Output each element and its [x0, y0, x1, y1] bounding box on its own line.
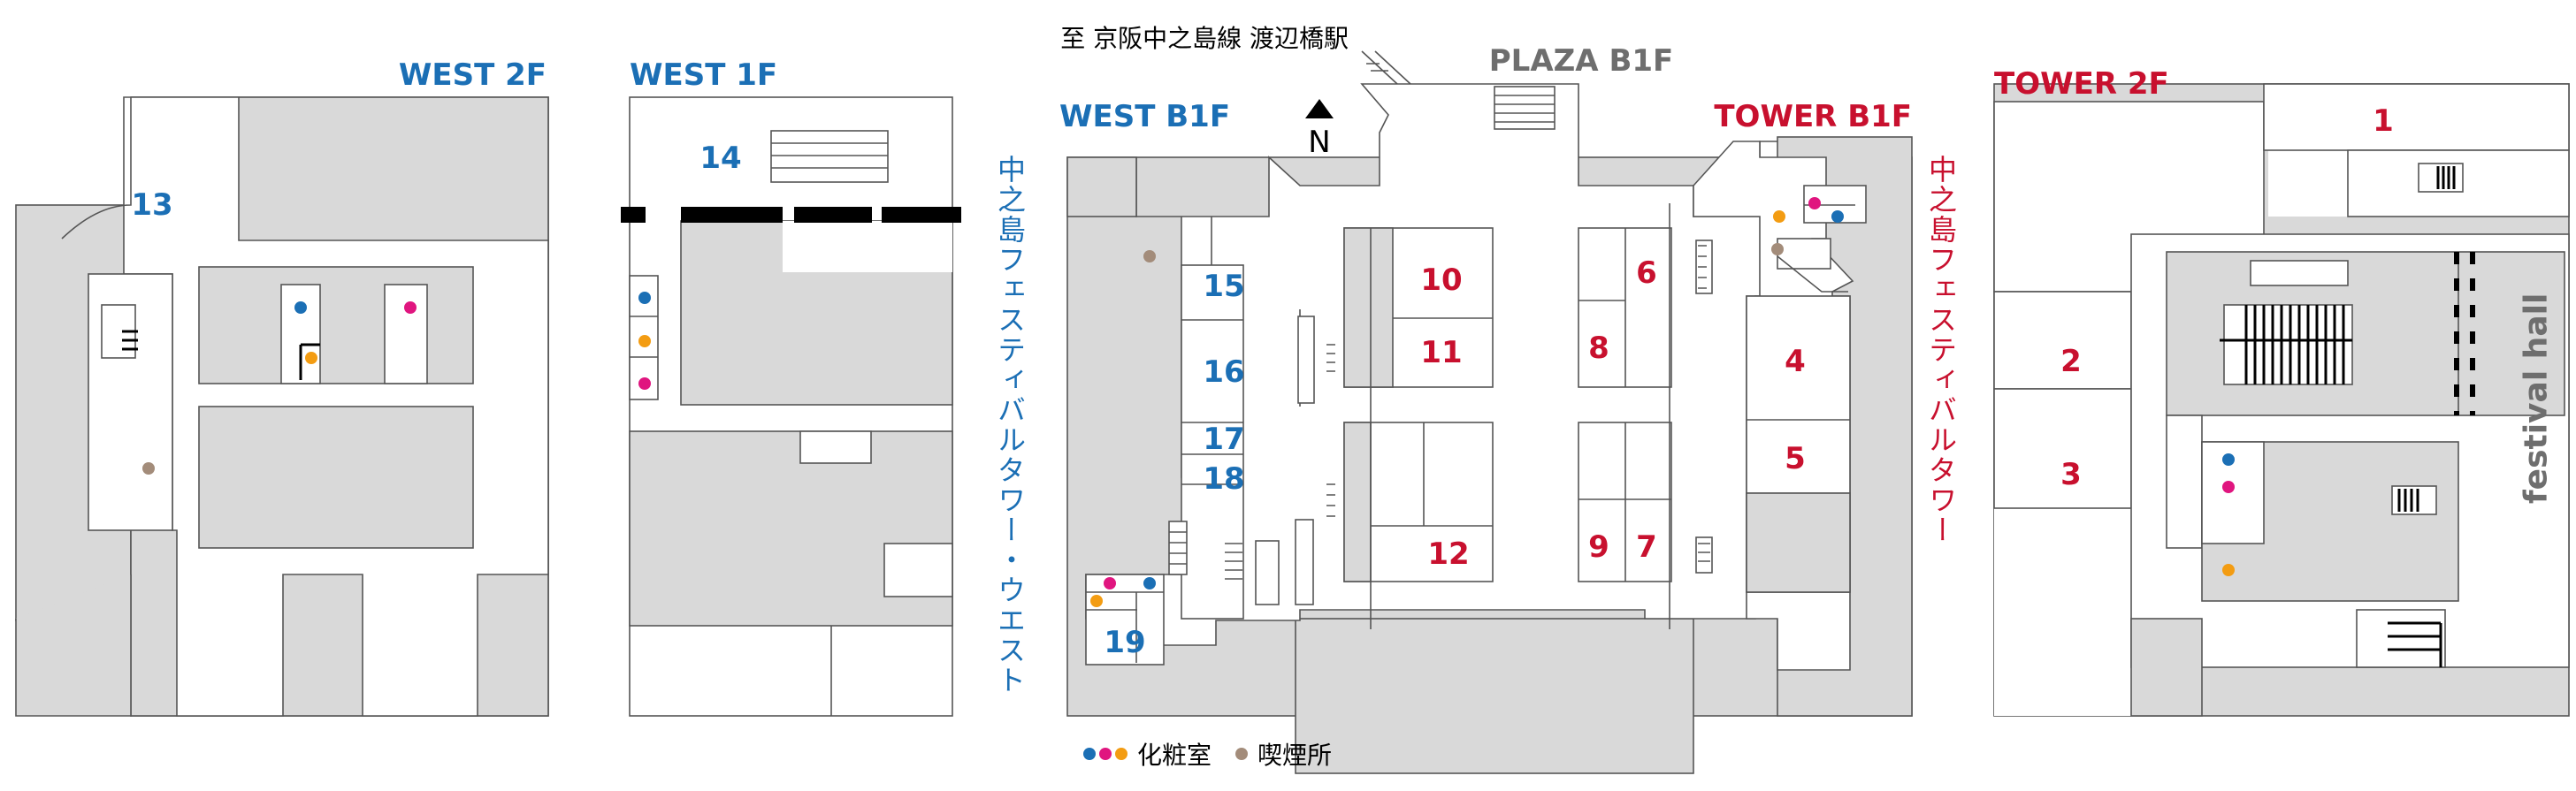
west-1f-plan — [621, 96, 961, 717]
smoking-icon — [1143, 250, 1156, 262]
restroom-multi-icon — [1773, 210, 1785, 223]
room-5: 5 — [1785, 441, 1806, 476]
room-6: 6 — [1636, 255, 1657, 291]
room-14: 14 — [699, 141, 741, 176]
tower-b1f-title: TOWER B1F — [1714, 99, 1912, 134]
room-8: 8 — [1588, 331, 1609, 366]
smoking-icon — [142, 462, 155, 475]
north-arrow-icon — [1305, 99, 1334, 118]
room-3: 3 — [2060, 457, 2082, 492]
tower-vertical-label: 中之島フェスティバルタワー — [1924, 155, 1958, 545]
west-tower-vertical-label: 中之島フェスティバルタワー・ウエスト — [993, 155, 1027, 696]
room-15: 15 — [1203, 269, 1244, 304]
legend-male-icon — [1083, 748, 1096, 760]
restroom-male-icon — [638, 292, 651, 304]
room-11: 11 — [1420, 335, 1462, 370]
restroom-multi-icon — [1090, 595, 1103, 607]
tower-2f-plan — [1993, 83, 2570, 717]
north-label: N — [1308, 125, 1330, 160]
restroom-multi-icon — [2222, 564, 2235, 576]
plaza-b1f-title: PLAZA B1F — [1489, 43, 1674, 79]
room-4: 4 — [1785, 344, 1806, 379]
restroom-female-icon — [1104, 577, 1116, 589]
restroom-multi-icon — [638, 335, 651, 347]
restroom-female-icon — [1808, 197, 1821, 209]
room-9: 9 — [1588, 529, 1609, 565]
west-1f-title: WEST 1F — [630, 57, 777, 93]
legend-smoking-icon — [1235, 748, 1248, 760]
west-2f-title: WEST 2F — [399, 57, 547, 93]
restroom-male-icon — [1143, 577, 1156, 589]
room-19: 19 — [1104, 625, 1145, 660]
legend-restroom-label: 化粧室 — [1137, 741, 1212, 770]
station-note: 至 京阪中之島線 渡辺橋駅 — [1060, 24, 1349, 53]
room-10: 10 — [1420, 262, 1462, 298]
restroom-male-icon — [294, 301, 307, 314]
room-17: 17 — [1203, 422, 1244, 457]
legend-smoking-label: 喫煙所 — [1257, 741, 1332, 770]
festival-hall-label: festival hall — [2519, 293, 2555, 504]
restroom-female-icon — [638, 377, 651, 390]
room-1: 1 — [2373, 103, 2394, 139]
room-2: 2 — [2060, 344, 2082, 379]
restroom-male-icon — [1831, 210, 1844, 223]
restroom-multi-icon — [305, 352, 317, 364]
room-16: 16 — [1203, 354, 1244, 390]
legend-multi-icon — [1115, 748, 1127, 760]
west-b1f-title: WEST B1F — [1059, 99, 1230, 134]
tower-2f-title: TOWER 2F — [1994, 66, 2169, 102]
restroom-female-icon — [404, 301, 417, 314]
room-12: 12 — [1427, 536, 1469, 572]
room-13: 13 — [131, 187, 172, 223]
room-7: 7 — [1636, 529, 1657, 565]
b1f-plan — [1066, 50, 1913, 774]
room-18: 18 — [1203, 461, 1244, 497]
smoking-icon — [1771, 243, 1784, 255]
west-2f-plan — [15, 96, 549, 717]
restroom-female-icon — [2222, 481, 2235, 493]
legend-female-icon — [1099, 748, 1112, 760]
restroom-male-icon — [2222, 453, 2235, 466]
